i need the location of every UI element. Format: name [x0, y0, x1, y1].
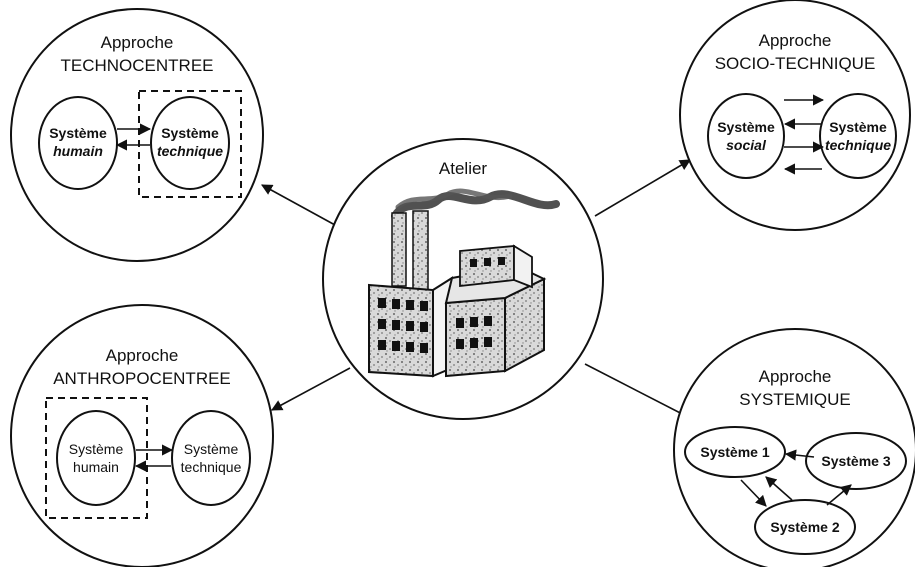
anthropocentree-human-system: [56, 410, 136, 506]
sociotechnique-technical-system: [819, 93, 897, 179]
technocentree-human-label-2: humain: [53, 143, 103, 159]
technocentree-title-line1: Approche: [101, 33, 174, 52]
systemique-arrow-2-to-1: [765, 476, 793, 501]
systemique-system-3-label: Système 3: [821, 453, 890, 469]
technocentree-title-line2: TECHNOCENTREE: [60, 56, 213, 75]
systemique-system-2: [754, 499, 856, 555]
arrow-to-anthropocentree: [271, 367, 351, 411]
anthropocentree-circle: Approche ANTHROPOCENTREE Système humain …: [10, 304, 274, 567]
arrow-to-technocentree: [261, 184, 336, 226]
systemique-circle: Approche SYSTEMIQUE Système 1 Système 3 …: [673, 328, 915, 567]
systemique-arrow-1-to-2: [740, 479, 767, 507]
systemique-system-1-label: Système 1: [700, 444, 769, 460]
systemique-title-line2: SYSTEMIQUE: [739, 390, 850, 409]
sociotechnique-social-label-1: Système: [717, 119, 775, 135]
systemique-arrow-2-to-3: [826, 484, 852, 506]
anthropocentree-human-label-2: humain: [73, 459, 119, 475]
arrow-to-systemique: [584, 363, 691, 419]
sociotechnique-title-line1: Approche: [759, 31, 832, 50]
technocentree-circle: Approche TECHNOCENTREE Système humain Sy…: [10, 8, 264, 262]
systemique-title-line1: Approche: [759, 367, 832, 386]
technocentree-technical-label-2: technique: [157, 143, 223, 159]
anthropocentree-technical-label-1: Système: [184, 441, 239, 457]
anthropocentree-dashed-box: [45, 397, 148, 519]
anthropocentree-title-line2: ANTHROPOCENTREE: [53, 369, 231, 388]
systemique-arrow-3-to-1: [784, 449, 815, 461]
anthropocentree-title-line1: Approche: [106, 346, 179, 365]
technocentree-dashed-box: [138, 90, 242, 198]
factory-icon: [368, 188, 560, 378]
systemique-system-2-label: Système 2: [770, 519, 839, 535]
technocentree-technical-system: [150, 96, 230, 190]
sociotechnique-social-system: [707, 93, 785, 179]
anthropocentree-technical-system: [171, 410, 251, 506]
sociotechnique-title-line2: SOCIO-TECHNIQUE: [715, 54, 876, 73]
anthropocentree-technical-label-2: technique: [181, 459, 242, 475]
technocentree-technical-label-1: Système: [161, 125, 219, 141]
atelier-circle: Atelier: [322, 138, 604, 420]
atelier-title: Atelier: [439, 159, 488, 178]
arrow-to-sociotechnique: [594, 159, 691, 217]
sociotechnique-circle: Approche SOCIO-TECHNIQUE Système social …: [679, 0, 911, 231]
technocentree-human-label-1: Système: [49, 125, 107, 141]
sociotechnique-social-label-2: social: [726, 137, 767, 153]
anthropocentree-human-label-1: Système: [69, 441, 124, 457]
systemique-system-3: [805, 432, 907, 490]
sociotechnique-technical-label-2: technique: [825, 137, 891, 153]
sociotechnique-technical-label-1: Système: [829, 119, 887, 135]
